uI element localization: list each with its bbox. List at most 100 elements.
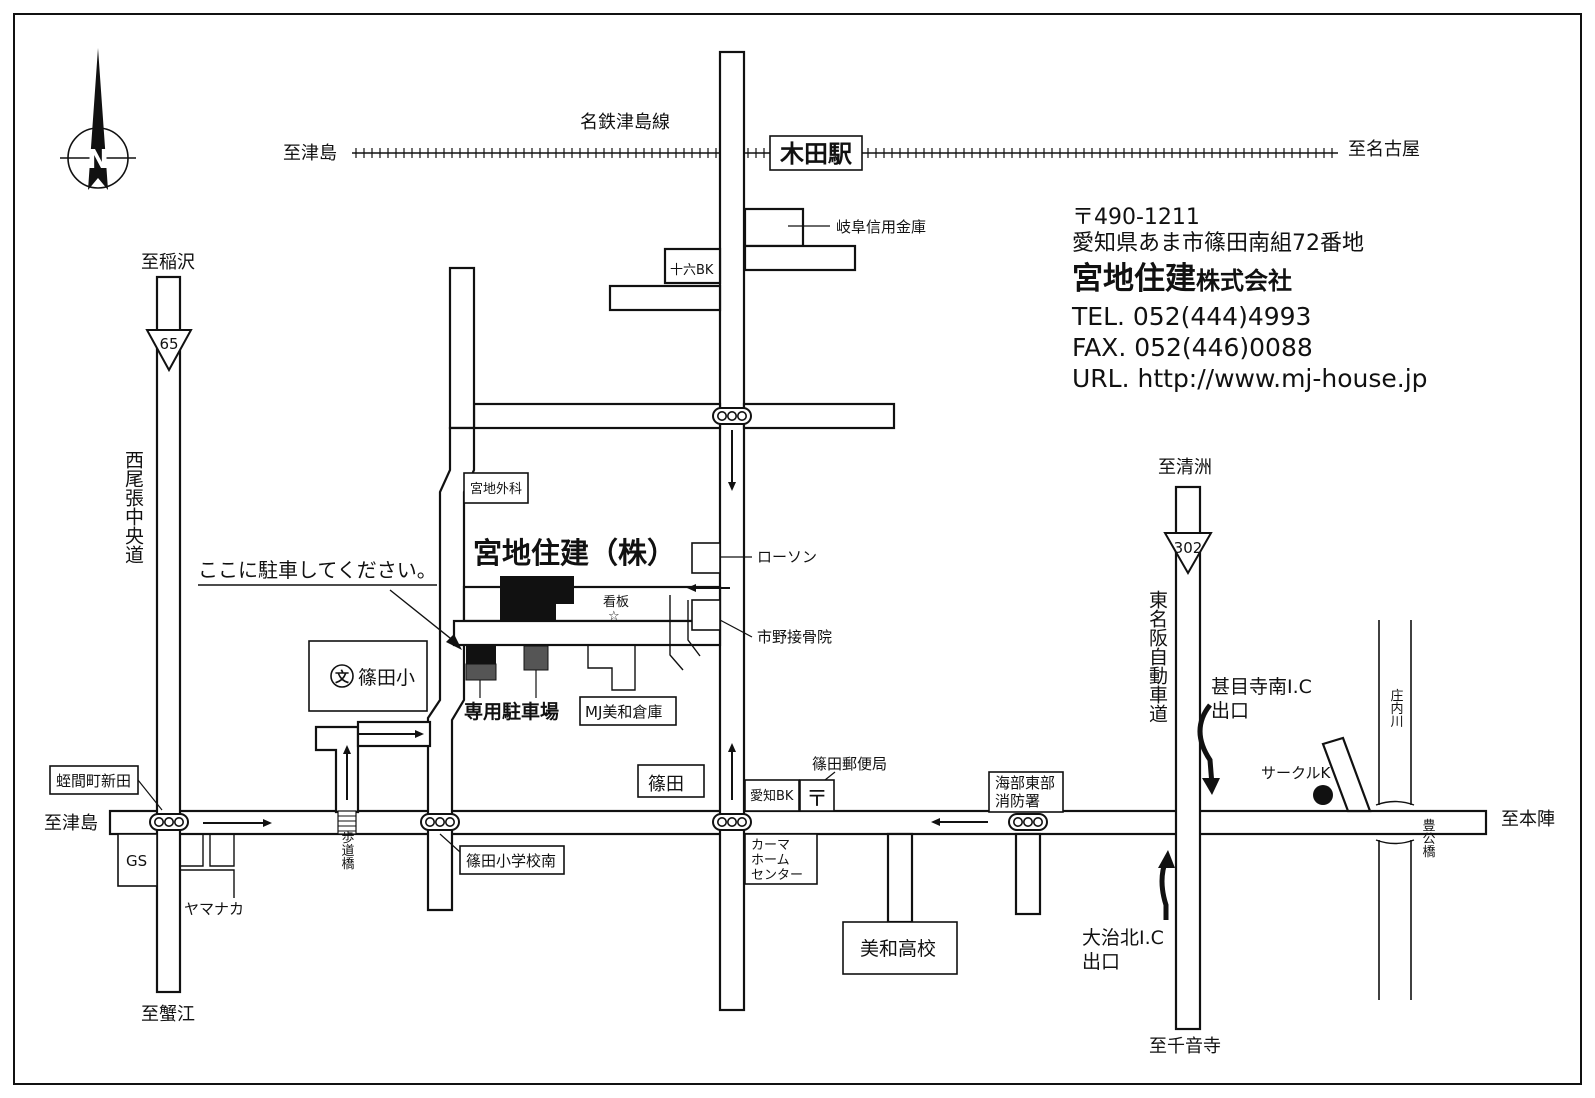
direction-tsushima-rail: 至津島 — [283, 143, 337, 164]
road-east-juroku — [743, 244, 857, 272]
aichi-bk-box — [744, 779, 800, 812]
road-west-juroku — [608, 284, 722, 312]
miyachi-geka-box — [463, 472, 529, 504]
company-fax: FAX. 052(446)0088 — [1072, 333, 1313, 362]
gs-box — [117, 833, 158, 887]
north-compass-icon: N — [60, 48, 136, 190]
miyachi-geka: 宮地外科 — [470, 481, 522, 497]
company-building — [500, 576, 574, 622]
fire-station-line-2: 消防署 — [995, 792, 1040, 810]
company-name: 宮地住建株式会社 — [1072, 259, 1428, 301]
parking-space-1 — [466, 646, 496, 664]
footbridge-icon — [337, 810, 357, 835]
miwa-high-school: 美和高校 — [860, 938, 936, 960]
direction-arrows — [203, 430, 1220, 920]
route-302-road — [1174, 485, 1202, 1031]
school-approach-road — [314, 725, 360, 814]
traffic-signal-icon — [712, 407, 752, 425]
hirumacho-shinden: 蛭間町新田 — [56, 772, 131, 790]
kama-line-1: カーマ — [751, 838, 790, 853]
direction-kanie: 至蟹江 — [141, 1004, 195, 1025]
signboard-star-icon: ☆ — [608, 609, 620, 624]
company-info: 〒490-1211 愛知県あま市篠田南組72番地 宮地住建株式会社 TEL. 0… — [1072, 205, 1428, 394]
yamanaka: ヤマナカ — [184, 900, 244, 918]
main-road-ew — [108, 809, 1488, 836]
gifu-shinkin-bank: 岐阜信用金庫 — [836, 218, 926, 236]
traffic-signal-icon — [420, 813, 460, 831]
kama-line-3: センター — [751, 868, 803, 883]
road-stub-gifu — [743, 207, 805, 248]
aichi-bank: 愛知BK — [750, 788, 794, 804]
postal-code: 〒490-1211 — [1072, 205, 1200, 230]
ichino-building — [691, 599, 721, 631]
road-west-upper — [472, 402, 722, 430]
company-name-suffix: 株式会社 — [1196, 267, 1292, 295]
kida-main-road — [718, 50, 746, 1012]
road-curved-nw — [426, 426, 476, 912]
company-address: 愛知県あま市篠田南組72番地 — [1072, 231, 1364, 256]
oharu-ic: 大治北I.C — [1082, 927, 1164, 949]
circle-k: サークルK — [1261, 764, 1332, 782]
ichino-clinic: 市野接骨院 — [757, 628, 832, 646]
traffic-signal-icon — [149, 813, 189, 831]
kama-box — [744, 833, 818, 885]
railway-name: 名鉄津島線 — [580, 112, 670, 133]
post-office-icon: 〒 — [806, 787, 828, 812]
direction-inazawa: 至稲沢 — [141, 252, 195, 273]
shinoda-post-office: 篠田郵便局 — [812, 755, 887, 773]
traffic-signal-icon — [712, 813, 752, 831]
shinoda-school: 篠田小 — [358, 667, 415, 689]
school-icon — [330, 664, 354, 688]
horai-bridge: 豊公橋 — [1420, 819, 1436, 859]
signboard-label: 看板 — [603, 594, 629, 610]
tomei-han-expressway: 東名阪自動車道 — [1146, 590, 1168, 723]
parking-space-3 — [523, 645, 549, 671]
miwa-high-box — [842, 921, 958, 975]
map-frame — [13, 13, 1582, 1085]
route-65-number: 65 — [159, 335, 178, 353]
company-map-label: 宮地住建（株） — [473, 536, 676, 570]
shonai-river: 庄内川 — [1388, 688, 1404, 728]
north-label: N — [87, 145, 109, 175]
nishio-chuo-road: 西尾張中央道 — [122, 450, 144, 564]
kida-station-box — [769, 135, 863, 171]
route-302-shield-icon — [1163, 532, 1213, 576]
direction-honjin: 至本陣 — [1501, 809, 1555, 830]
road-parking-lane — [452, 619, 722, 647]
direction-senonji: 至千音寺 — [1149, 1036, 1221, 1057]
footbridge: 歩道橋 — [339, 831, 355, 871]
juroku-bank: 十六BK — [670, 263, 714, 278]
company-url[interactable]: URL. http://www.mj-house.jp — [1072, 364, 1428, 393]
road-east-upper — [742, 402, 896, 430]
road-north-left — [448, 266, 476, 430]
fire-station-box — [988, 771, 1064, 813]
gas-station: GS — [126, 852, 147, 870]
road-south-miwa — [886, 832, 914, 924]
dedicated-parking: 専用駐車場 — [464, 700, 559, 723]
kida-station: 木田駅 — [779, 140, 852, 168]
direction-kiyosu: 至清洲 — [1158, 457, 1212, 478]
kama-line-2: ホーム — [751, 853, 790, 868]
route-65-road — [155, 275, 182, 994]
lawson-building — [691, 542, 721, 574]
shinoda-sho-minami-box — [459, 845, 565, 875]
road-south-fire — [1014, 832, 1042, 916]
jimokuji-exit: 出口 — [1211, 700, 1249, 722]
route-65-shield-icon — [145, 329, 193, 373]
warehouse-lane — [587, 645, 636, 691]
traffic-signal-icon — [1008, 813, 1048, 831]
school-mark: 文 — [335, 669, 350, 686]
juroku-bk-box — [663, 247, 722, 285]
jimokuji-ic: 甚目寺南I.C — [1211, 676, 1312, 698]
shinoda-intersection: 篠田 — [648, 774, 684, 795]
direction-tsushima-road: 至津島 — [44, 813, 98, 834]
circle-k-icon — [1313, 785, 1333, 805]
parking-space-2 — [465, 663, 497, 681]
oharu-exit: 出口 — [1082, 951, 1120, 973]
company-name-main: 宮地住建 — [1072, 261, 1196, 297]
mj-warehouse: MJ美和倉庫 — [585, 703, 662, 721]
shinoda-sho-minami: 篠田小学校南 — [466, 852, 556, 870]
shinoda-box — [637, 764, 705, 798]
mj-warehouse-box — [579, 696, 677, 726]
